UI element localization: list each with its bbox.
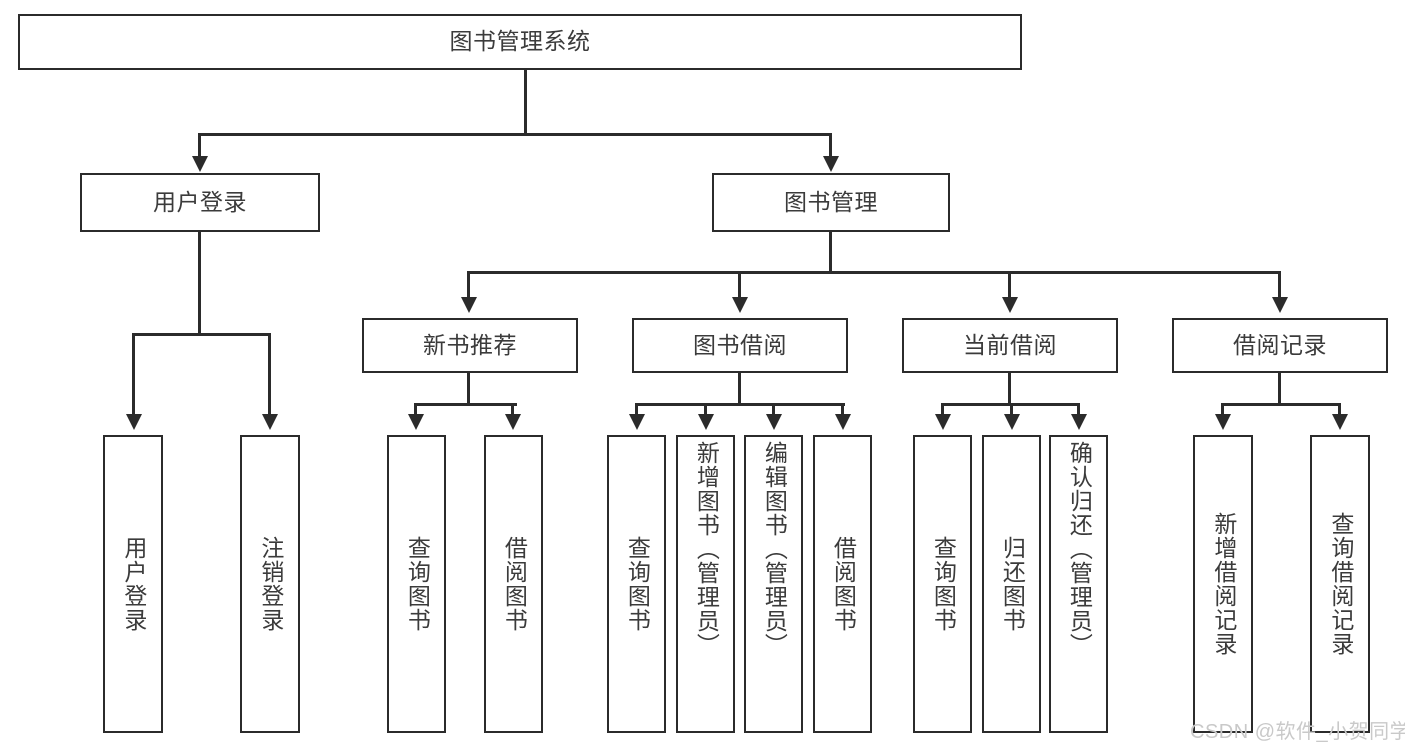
arrow-bm-to-current-borrow bbox=[1002, 297, 1018, 313]
node-leaf-edit-book[interactable]: 编辑图书（管理员） bbox=[744, 435, 803, 733]
edge-borrow-record-to-leaf-1 bbox=[1221, 403, 1224, 417]
edge-root-to-book-management bbox=[829, 133, 832, 161]
edge-root-to-user-login bbox=[198, 133, 201, 161]
node-book-management[interactable]: 图书管理 bbox=[712, 173, 950, 232]
node-borrow-record[interactable]: 借阅记录 bbox=[1172, 318, 1388, 373]
edge-user-login-stem bbox=[198, 232, 201, 336]
arrow-new-book-to-leaf-1 bbox=[408, 414, 424, 430]
edge-book-borrow-to-leaf-1 bbox=[635, 403, 638, 417]
edge-book-borrow-to-leaf-2 bbox=[704, 403, 707, 417]
edge-new-book-bus bbox=[414, 403, 517, 406]
arrow-bm-to-new-book bbox=[461, 297, 477, 313]
arrow-book-borrow-to-leaf-2 bbox=[698, 414, 714, 430]
node-leaf-logout[interactable]: 注销登录 bbox=[240, 435, 300, 733]
arrow-root-to-user-login bbox=[192, 156, 208, 172]
node-leaf-confirm-return[interactable]: 确认归还（管理员） bbox=[1049, 435, 1108, 733]
edge-book-management-bus bbox=[467, 271, 1281, 274]
node-leaf-borrow-book-1[interactable]: 借阅图书 bbox=[484, 435, 543, 733]
node-label: 查询图书 bbox=[930, 536, 957, 632]
arrow-root-to-book-management bbox=[823, 156, 839, 172]
node-leaf-query-record[interactable]: 查询借阅记录 bbox=[1310, 435, 1370, 733]
edge-book-borrow-to-leaf-4 bbox=[841, 403, 844, 417]
node-leaf-user-login[interactable]: 用户登录 bbox=[103, 435, 163, 733]
node-label: 确认归还（管理员） bbox=[1066, 441, 1093, 657]
edge-bm-to-new-book bbox=[467, 271, 470, 301]
edge-new-book-to-leaf-2 bbox=[511, 403, 514, 417]
edge-user-login-to-leaf-2 bbox=[268, 333, 271, 417]
node-label: 用户登录 bbox=[153, 188, 247, 215]
edge-root-bus bbox=[198, 133, 830, 136]
arrow-book-borrow-to-leaf-4 bbox=[835, 414, 851, 430]
node-leaf-query-book-3[interactable]: 查询图书 bbox=[913, 435, 972, 733]
edge-root-stem bbox=[524, 70, 527, 136]
edge-current-borrow-to-leaf-3 bbox=[1077, 403, 1080, 417]
edge-new-book-stem bbox=[467, 373, 470, 406]
node-leaf-query-book-2[interactable]: 查询图书 bbox=[607, 435, 666, 733]
node-label: 借阅图书 bbox=[501, 536, 528, 632]
node-leaf-add-record[interactable]: 新增借阅记录 bbox=[1193, 435, 1253, 733]
arrow-new-book-to-leaf-2 bbox=[505, 414, 521, 430]
edge-book-management-stem bbox=[829, 232, 832, 274]
arrow-book-borrow-to-leaf-3 bbox=[766, 414, 782, 430]
node-label: 图书借阅 bbox=[693, 331, 787, 358]
edge-borrow-record-bus bbox=[1221, 403, 1341, 406]
node-label: 注销登录 bbox=[257, 536, 284, 632]
edge-book-borrow-bus bbox=[635, 403, 845, 406]
edge-bm-to-current-borrow bbox=[1008, 271, 1011, 301]
arrow-book-borrow-to-leaf-1 bbox=[629, 414, 645, 430]
edge-bm-to-book-borrow bbox=[738, 271, 741, 301]
edge-user-login-bus bbox=[132, 333, 271, 336]
edge-new-book-to-leaf-1 bbox=[414, 403, 417, 417]
edge-current-borrow-to-leaf-2 bbox=[1010, 403, 1013, 417]
arrow-current-borrow-to-leaf-1 bbox=[935, 414, 951, 430]
node-leaf-return-book[interactable]: 归还图书 bbox=[982, 435, 1041, 733]
node-label: 查询图书 bbox=[404, 536, 431, 632]
arrow-bm-to-borrow-record bbox=[1272, 297, 1288, 313]
node-new-book-recommend[interactable]: 新书推荐 bbox=[362, 318, 578, 373]
node-label: 借阅记录 bbox=[1233, 331, 1327, 358]
node-label: 当前借阅 bbox=[963, 331, 1057, 358]
edge-book-borrow-to-leaf-3 bbox=[772, 403, 775, 417]
arrow-current-borrow-to-leaf-3 bbox=[1071, 414, 1087, 430]
node-leaf-query-book-1[interactable]: 查询图书 bbox=[387, 435, 446, 733]
arrow-current-borrow-to-leaf-2 bbox=[1004, 414, 1020, 430]
arrow-borrow-record-to-leaf-1 bbox=[1215, 414, 1231, 430]
node-label: 新书推荐 bbox=[423, 331, 517, 358]
node-label: 新增借阅记录 bbox=[1210, 512, 1237, 656]
arrow-borrow-record-to-leaf-2 bbox=[1332, 414, 1348, 430]
edge-current-borrow-to-leaf-1 bbox=[941, 403, 944, 417]
edge-borrow-record-stem bbox=[1278, 373, 1281, 406]
node-label: 新增图书（管理员） bbox=[693, 441, 720, 657]
node-label: 借阅图书 bbox=[830, 536, 857, 632]
node-current-borrow[interactable]: 当前借阅 bbox=[902, 318, 1118, 373]
node-book-borrow[interactable]: 图书借阅 bbox=[632, 318, 848, 373]
arrow-user-login-to-leaf-2 bbox=[262, 414, 278, 430]
node-user-login[interactable]: 用户登录 bbox=[80, 173, 320, 232]
edge-user-login-to-leaf-1 bbox=[132, 333, 135, 417]
node-label: 归还图书 bbox=[999, 536, 1026, 632]
arrow-bm-to-book-borrow bbox=[732, 297, 748, 313]
node-label: 用户登录 bbox=[120, 536, 147, 632]
edge-book-borrow-stem bbox=[738, 373, 741, 406]
arrow-user-login-to-leaf-1 bbox=[126, 414, 142, 430]
watermark-csdn: CSDN @软件_小贺同学 bbox=[1190, 721, 1405, 743]
node-label: 图书管理 bbox=[784, 188, 878, 215]
edge-borrow-record-to-leaf-2 bbox=[1338, 403, 1341, 417]
edge-current-borrow-stem bbox=[1008, 373, 1011, 406]
edge-bm-to-borrow-record bbox=[1278, 271, 1281, 301]
node-label: 编辑图书（管理员） bbox=[761, 441, 788, 657]
node-label: 图书管理系统 bbox=[449, 28, 591, 55]
node-leaf-add-book[interactable]: 新增图书（管理员） bbox=[676, 435, 735, 733]
node-label: 查询图书 bbox=[624, 536, 651, 632]
node-label: 查询借阅记录 bbox=[1327, 512, 1354, 656]
node-leaf-borrow-book-2[interactable]: 借阅图书 bbox=[813, 435, 872, 733]
node-root-book-management-system[interactable]: 图书管理系统 bbox=[18, 14, 1022, 70]
